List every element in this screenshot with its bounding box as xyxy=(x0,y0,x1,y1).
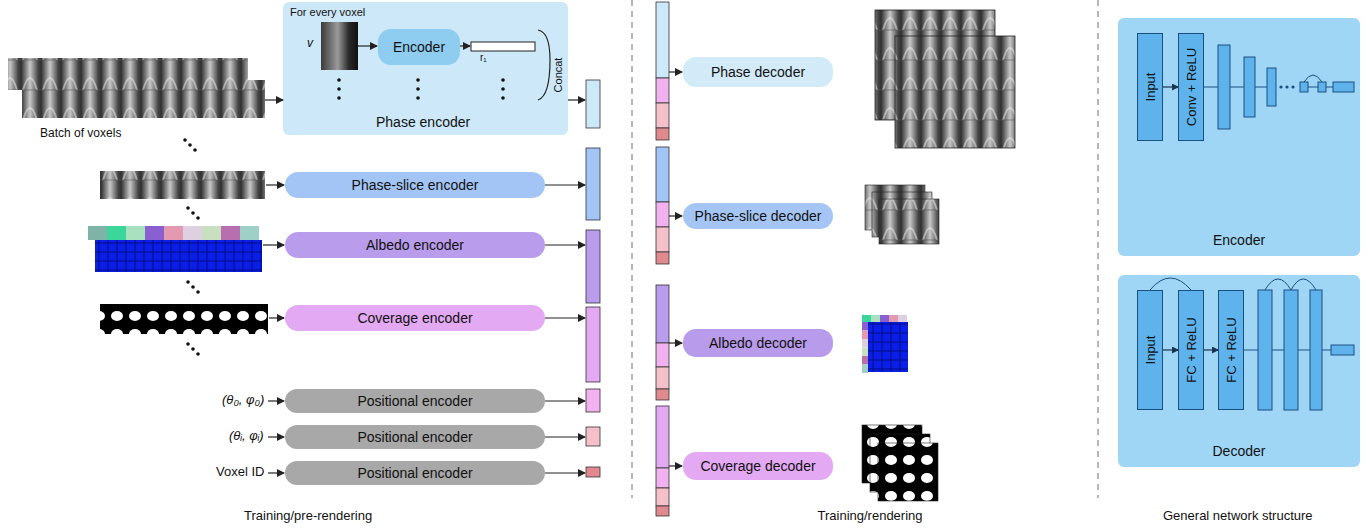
section-caption: Training/rendering xyxy=(818,508,923,523)
module-label: Coverage decoder xyxy=(700,458,815,474)
module-box: Phase decoder xyxy=(683,57,833,87)
annotation: Voxel ID xyxy=(216,464,264,479)
module-box: Phase-slice encoder xyxy=(285,172,545,198)
annotation: (θᵢ, φᵢ) xyxy=(229,428,264,443)
module-label: Encoder xyxy=(393,39,445,55)
module-label: Albedo decoder xyxy=(709,335,807,351)
panel-title: Decoder xyxy=(1213,443,1266,459)
module-label: Positional encoder xyxy=(357,429,472,445)
layer-arrow xyxy=(1204,349,1218,350)
module-box: Coverage decoder xyxy=(683,452,833,480)
network-panel: Decoder Input FC + ReLU FC + ReLU xyxy=(1118,275,1360,467)
module-label: Input xyxy=(1143,73,1158,102)
network-panel: Encoder Input Conv + ReLU xyxy=(1118,18,1360,256)
module-box: Albedo decoder xyxy=(683,329,833,357)
layer-box: FC + ReLU xyxy=(1178,290,1204,410)
module-label: Phase decoder xyxy=(711,64,805,80)
module-label: Positional encoder xyxy=(357,465,472,481)
module-label: FC + ReLU xyxy=(1224,317,1239,382)
module-label: Conv + ReLU xyxy=(1184,48,1199,126)
annotation: r₁ xyxy=(480,52,487,63)
annotation: (θ₀, φ₀) xyxy=(222,392,264,407)
module-box: Positional encoder xyxy=(285,389,545,413)
layer-box: Input xyxy=(1137,290,1163,410)
layer-arrow xyxy=(1163,86,1178,87)
layer-box: Conv + ReLU xyxy=(1178,33,1204,141)
section-caption: General network structure xyxy=(1163,508,1313,523)
layer-arrow xyxy=(1163,349,1178,350)
panel-title: Encoder xyxy=(1213,232,1265,248)
module-box: Positional encoder xyxy=(285,461,545,485)
section-caption: Training/pre-rendering xyxy=(244,508,372,523)
panel-title: For every voxel xyxy=(290,6,365,18)
module-box: Albedo encoder xyxy=(285,232,545,258)
module-label: Albedo encoder xyxy=(366,237,464,253)
module-label: Positional encoder xyxy=(357,393,472,409)
module-box: Phase-slice decoder xyxy=(683,203,833,229)
module-box: Coverage encoder xyxy=(285,305,545,331)
module-label: FC + ReLU xyxy=(1184,317,1199,382)
module-label: Phase-slice encoder xyxy=(352,177,479,193)
network-panel: For every voxelPhase encoder Encoder xyxy=(283,2,568,135)
layer-box: Input xyxy=(1137,33,1163,141)
module-label: Phase-slice decoder xyxy=(695,208,822,224)
layer-box: FC + ReLU xyxy=(1218,290,1244,410)
annotation: Concat xyxy=(552,58,564,93)
annotation: Batch of voxels xyxy=(40,126,121,140)
module-label: Input xyxy=(1143,336,1158,365)
module-box: Positional encoder xyxy=(285,425,545,449)
module-label: Coverage encoder xyxy=(357,310,472,326)
module-box: Encoder xyxy=(378,29,460,65)
annotation: v xyxy=(307,36,313,50)
panel-title: Phase encoder xyxy=(376,114,470,130)
